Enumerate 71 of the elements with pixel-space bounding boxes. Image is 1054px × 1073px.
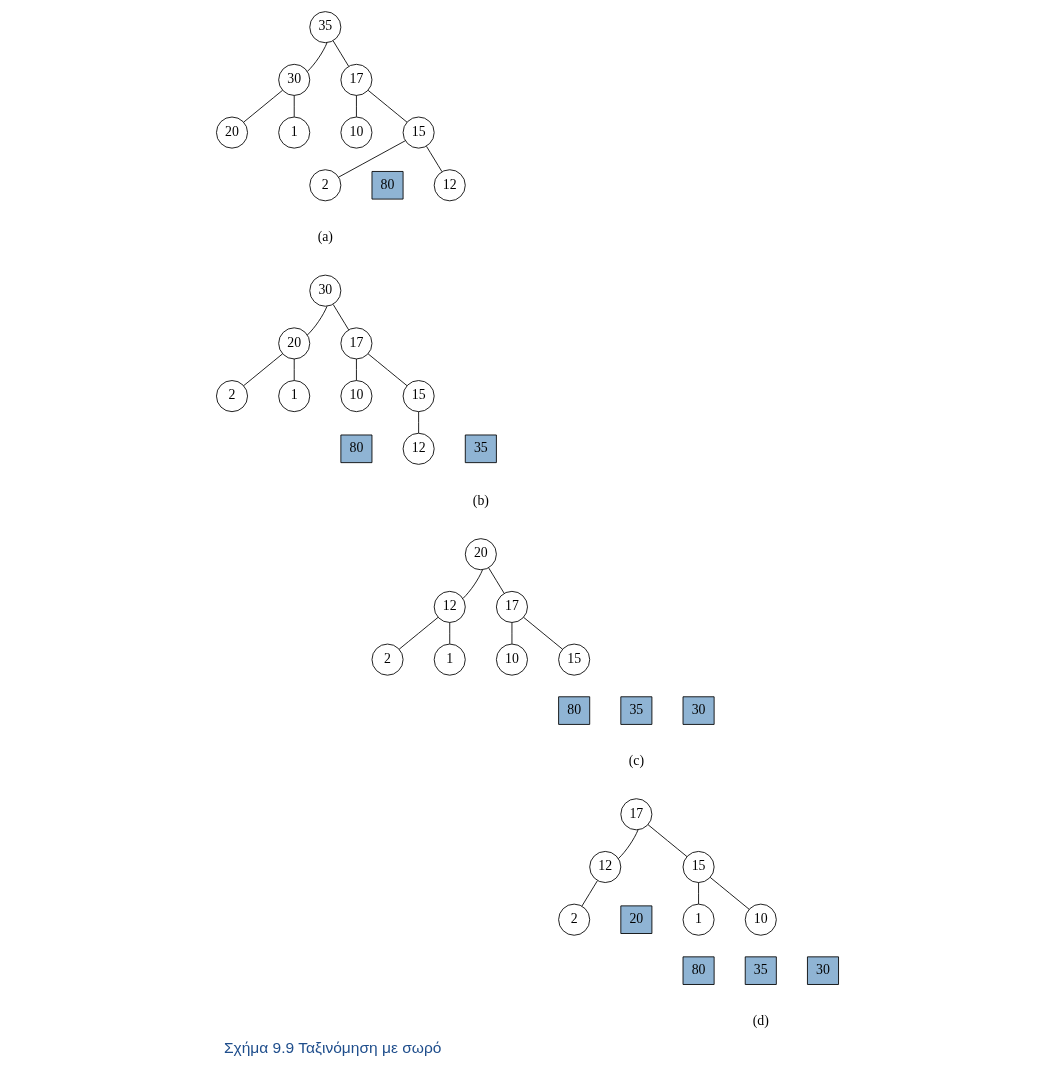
- node-circle: 20: [215, 116, 248, 149]
- node-circle: 17: [619, 798, 652, 831]
- node-circle: 15: [402, 380, 435, 413]
- node-box: 80: [339, 434, 372, 464]
- connector: [487, 567, 505, 594]
- connector: [337, 140, 406, 178]
- node-box: 35: [619, 696, 652, 725]
- connector: [242, 353, 283, 387]
- node-circle: 30: [277, 63, 310, 96]
- connector: [293, 95, 295, 118]
- connector: [355, 95, 357, 118]
- node-box: 30: [806, 956, 839, 985]
- node-circle: 10: [339, 380, 372, 413]
- connector: [367, 353, 407, 387]
- node-circle: 12: [433, 590, 466, 623]
- node-circle: 15: [402, 116, 435, 149]
- connector: [293, 358, 295, 381]
- connector: [617, 829, 638, 860]
- node-circle: 17: [339, 63, 372, 96]
- node-circle: 12: [433, 169, 466, 202]
- connector: [367, 89, 407, 123]
- connector: [355, 358, 357, 381]
- connector: [461, 569, 483, 599]
- node-circle: 10: [744, 903, 777, 936]
- node-box: 20: [619, 905, 652, 934]
- node-circle: 15: [682, 851, 715, 883]
- node-circle: 10: [339, 116, 372, 149]
- node-circle: 1: [682, 903, 715, 936]
- node-circle: 30: [308, 274, 341, 307]
- node-box: 30: [682, 696, 715, 725]
- node-circle: 2: [215, 380, 248, 413]
- connector: [425, 145, 442, 173]
- node-circle: 1: [277, 380, 310, 413]
- node-circle: 17: [339, 327, 372, 360]
- node-circle: 20: [464, 538, 497, 571]
- connector: [332, 304, 349, 331]
- node-circle: 2: [308, 169, 341, 202]
- node-circle: 35: [308, 11, 341, 44]
- connector: [242, 89, 283, 123]
- node-circle: 17: [495, 590, 528, 623]
- node-box: 35: [464, 434, 497, 464]
- connector: [522, 616, 563, 650]
- connector: [580, 880, 598, 907]
- caption: Σχήμα 9.9 Ταξινόμηση με σωρό: [223, 1039, 441, 1057]
- connector: [511, 622, 512, 645]
- node-circle: 2: [371, 643, 403, 676]
- connector: [647, 824, 687, 857]
- node-circle: 15: [557, 643, 590, 676]
- connector: [448, 622, 450, 645]
- node-circle: 10: [495, 643, 528, 676]
- node-circle: 1: [277, 116, 310, 149]
- connector: [709, 877, 750, 910]
- connector: [398, 616, 438, 650]
- connector: [306, 42, 327, 72]
- label: (a): [317, 229, 333, 245]
- node-circle: 1: [433, 643, 466, 676]
- node-box: 35: [744, 956, 777, 985]
- node-circle: 12: [402, 432, 435, 465]
- connector: [332, 40, 349, 67]
- node-box: 80: [371, 171, 403, 200]
- connector: [417, 411, 419, 434]
- node-circle: 12: [588, 851, 621, 883]
- node-box: 80: [557, 696, 590, 725]
- connector: [306, 305, 327, 336]
- label: (c): [628, 752, 644, 768]
- connector: [697, 882, 699, 905]
- label: (b): [472, 492, 489, 508]
- node-box: 80: [682, 956, 715, 985]
- node-circle: 20: [277, 327, 310, 360]
- label: (d): [752, 1012, 769, 1028]
- node-circle: 2: [557, 903, 590, 936]
